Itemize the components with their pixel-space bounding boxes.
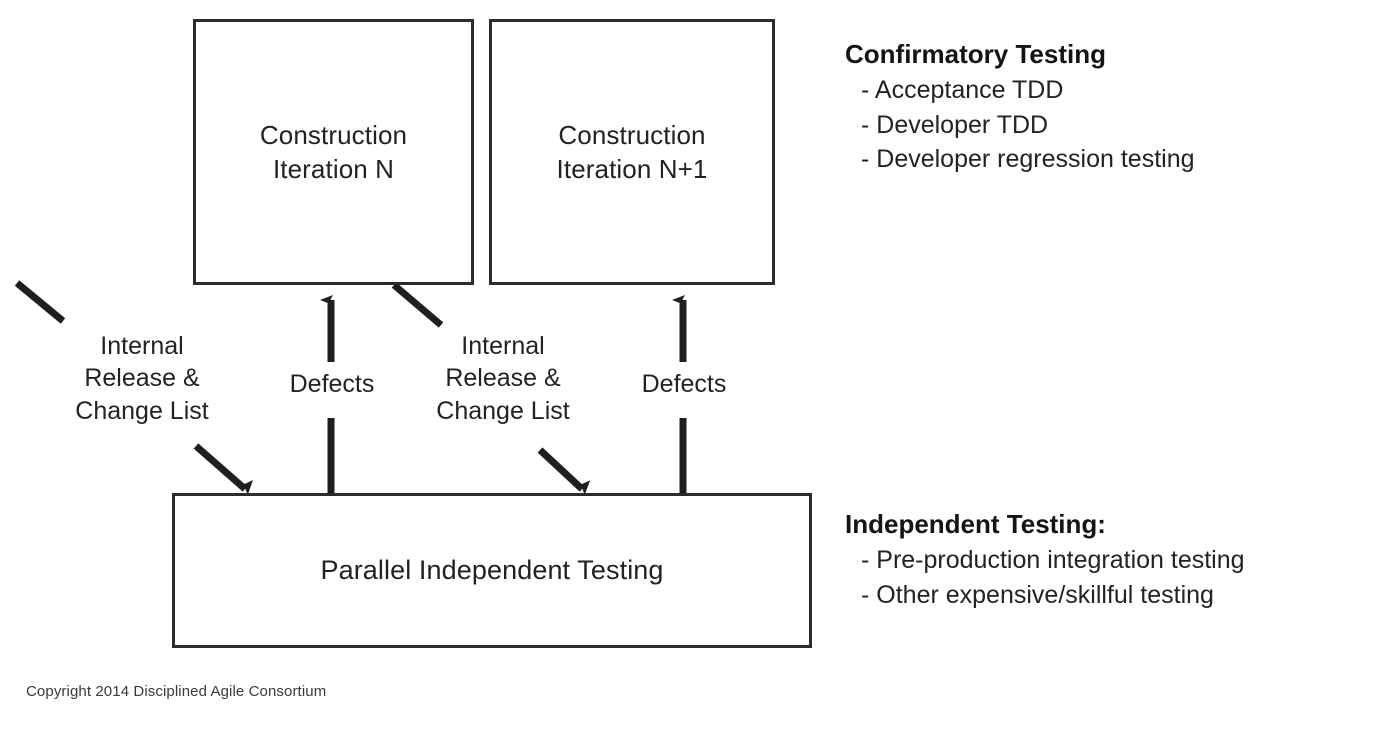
edge-label-defects-1: Defects [289,370,375,398]
list-item: - Pre-production integration testing [861,546,1245,575]
annotation-independent-testing: Independent Testing: - Pre-production in… [845,508,1245,612]
node-construction-iteration-n[interactable]: Construction Iteration N [193,19,474,285]
node-label: Construction Iteration N+1 [556,119,708,184]
annotation-list: - Pre-production integration testing - O… [845,543,1245,612]
node-label: Construction Iteration N [259,119,408,184]
edge-label-internal-release-change-list-2: Internal Release & Change List [436,332,570,425]
edge-label-internal-release-change-list-1: Internal Release & Change List [75,332,209,425]
copyright-notice: Copyright 2014 Disciplined Agile Consort… [26,683,327,700]
annotation-confirmatory-testing: Confirmatory Testing - Acceptance TDD - … [845,38,1195,177]
edge-label-defects-2: Defects [641,370,727,398]
list-item: - Acceptance TDD [861,76,1064,105]
list-item: - Other expensive/skillful testing [861,580,1214,609]
node-construction-iteration-n-plus-1[interactable]: Construction Iteration N+1 [489,19,775,285]
annotation-list: - Acceptance TDD - Developer TDD - Devel… [845,73,1195,177]
list-item: - Developer TDD [861,110,1049,139]
list-item: - Developer regression testing [861,145,1195,174]
annotation-title: Independent Testing: [845,509,1106,539]
node-label: Parallel Independent Testing [320,554,664,585]
node-parallel-independent-testing[interactable]: Parallel Independent Testing [172,493,812,648]
annotation-title: Confirmatory Testing [845,39,1106,69]
